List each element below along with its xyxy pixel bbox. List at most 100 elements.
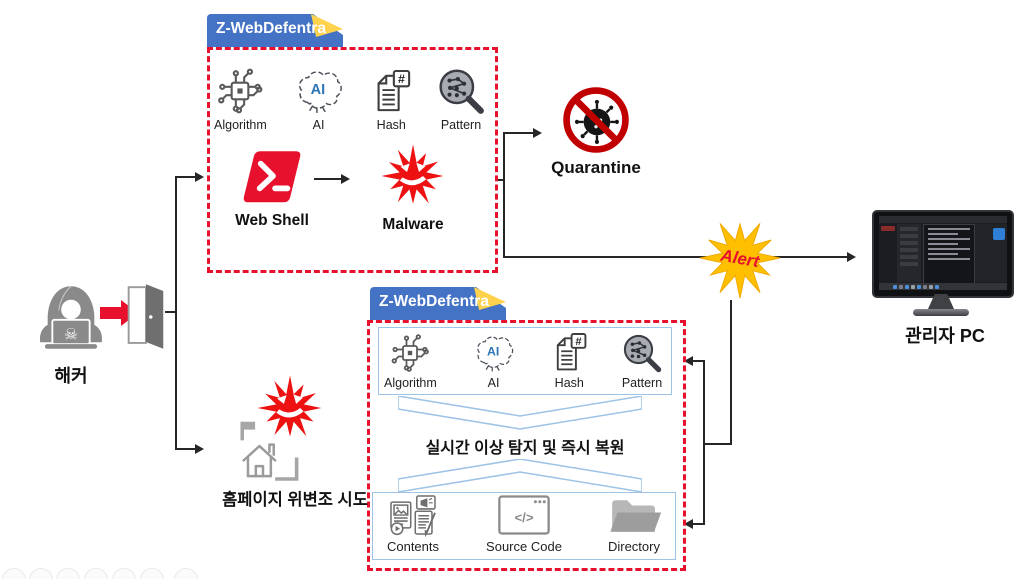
engine-hash: Hash [550,332,588,390]
core-function-text: 실시간 이상 탐지 및 즉시 복원 [425,440,625,457]
contents-icon [384,493,442,537]
web-shell-node: Web Shell [222,146,322,230]
app-right-panel [975,224,1007,282]
arrowhead-to-defacement [195,444,204,454]
bottom-module-title: Z-WebDefentra [379,293,489,310]
engine-label: Algorithm [384,376,437,390]
no-virus-icon [558,82,634,158]
app-blue-button [993,228,1005,240]
defacement-caption: 홈페이지 위변조 시도 [208,486,382,510]
connector-into-engines [692,360,705,362]
bottom-engine-row: Algorithm AI Hash Pattern [384,330,664,390]
top-module-box [207,47,498,273]
connector-webshell-malware [314,178,344,180]
connector-alert-vertical-upper [503,179,505,258]
bottom-module-box [367,320,686,571]
web-shell-label: Web Shell [235,212,309,229]
arrowhead-malware [341,174,350,184]
malware-burst-icon [380,142,446,210]
ai-brain-icon [291,66,347,116]
cropped-share-icon [174,568,198,579]
hacker-label: 해커 [54,366,88,386]
cropped-share-icon [2,568,26,579]
arrowhead-into-engines [684,356,693,366]
cropped-share-icon [29,568,53,579]
connector-alert-horizontal [505,256,849,258]
connector-into-assets [692,523,705,525]
cropped-share-icon [112,568,136,579]
engine-pattern: Pattern [436,66,486,132]
connector-door-tick [165,311,176,313]
asset-contents: Contents [384,493,442,554]
asset-label: Contents [386,539,440,554]
app-left-panel [897,224,921,282]
arrowhead-into-assets [684,519,693,529]
alert-star-icon: Alert [699,222,781,299]
engine-label: Pattern [440,118,482,132]
cropped-share-icon [140,568,164,579]
admin-pc-monitor [872,210,1014,318]
arrowhead-quarantine [533,128,542,138]
asset-label: Directory [607,539,660,554]
quarantine-label: Quarantine [551,158,641,177]
engine-algorithm: Algorithm [214,66,267,132]
pattern-magnifier-icon [620,332,664,374]
door-icon [120,282,170,350]
engine-label: Pattern [621,376,663,390]
powershell-icon [239,146,305,206]
connector-quarantine-horizontal [505,132,535,134]
algorithm-icon [387,332,433,374]
app-taskbar [879,283,1007,290]
defacement-node: 홈페이지 위변조 시도 [208,372,382,510]
quarantine-node: Quarantine [548,82,644,178]
cropped-share-icon [84,568,108,579]
monitor-base [913,309,969,316]
engine-label: AI [312,118,325,132]
engine-ai: AI [469,332,519,390]
engine-label: Hash [554,376,584,390]
admin-pc-caption: 관리자 PC [880,322,1010,348]
defacement-label: 홈페이지 위변조 시도 [222,491,368,509]
asset-row: Contents Source Code Directory [384,496,662,554]
arrowhead-to-webshell [195,172,204,182]
app-toolbar [879,216,1007,223]
chevron-down-icon [398,396,642,430]
malware-node: Malware [360,142,466,234]
engine-label: AI [487,376,500,390]
engine-hash: Hash [370,68,412,132]
connector-box-out [495,179,505,181]
connector-quarantine-vertical [503,132,505,181]
cropped-share-icon [56,568,80,579]
defacement-burst-icon [240,374,340,442]
asset-source-code: Source Code [486,493,562,554]
connector-alert-down [730,300,732,444]
ai-brain-icon [469,332,519,374]
top-module-tab: Z-WebDefentra [207,14,343,47]
engine-label: Algorithm [214,118,267,132]
directory-folder-icon [606,495,662,537]
pattern-magnifier-icon [436,66,486,116]
connector-to-defacement [177,448,197,450]
source-code-icon [495,493,553,537]
top-module-title: Z-WebDefentra [216,20,326,37]
engine-algorithm: Algorithm [384,332,437,390]
bottom-module-tab: Z-WebDefentra [370,287,506,320]
hash-document-icon [550,332,588,374]
asset-directory: Directory [606,495,662,554]
engine-panel [378,327,672,395]
connector-branch-vertical [703,360,705,525]
asset-label: Source Code [486,539,562,554]
engine-pattern: Pattern [620,332,664,390]
top-engine-row: Algorithm AI Hash Pattern [214,56,486,132]
malware-label: Malware [382,216,444,233]
hacker-node: 해커 [28,282,114,388]
hash-document-icon [370,68,412,116]
monitor-screen [879,216,1007,290]
arrowhead-admin-pc [847,252,856,262]
connector-left-vertical [175,176,177,450]
monitor-stand [928,294,954,309]
admin-pc-label: 관리자 PC [905,326,985,346]
algorithm-icon [214,66,266,116]
app-logo [881,226,895,231]
